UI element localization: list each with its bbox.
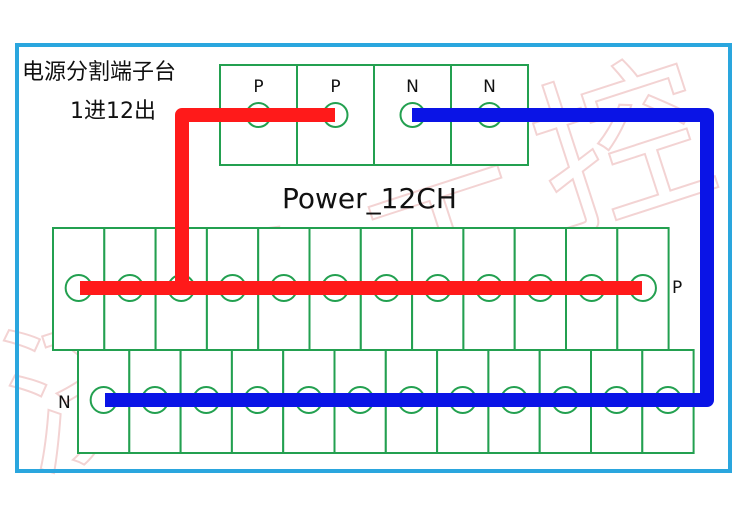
positive-input-wire — [175, 108, 335, 288]
input-terminal-label: P — [253, 77, 263, 97]
input-terminal-label: N — [483, 77, 496, 97]
input-terminal-label: N — [406, 77, 419, 97]
positive-row-label: P — [672, 278, 683, 298]
product-title: 电源分割端子台 — [22, 60, 177, 85]
product-subtitle: 1进12出 — [70, 99, 156, 124]
negative-wire — [105, 108, 714, 407]
negative-row-label: N — [58, 393, 71, 413]
input-terminal-label: P — [330, 77, 340, 97]
wires — [80, 108, 714, 407]
model-label: Power_12CH — [282, 182, 457, 215]
panel-frame — [15, 43, 732, 473]
